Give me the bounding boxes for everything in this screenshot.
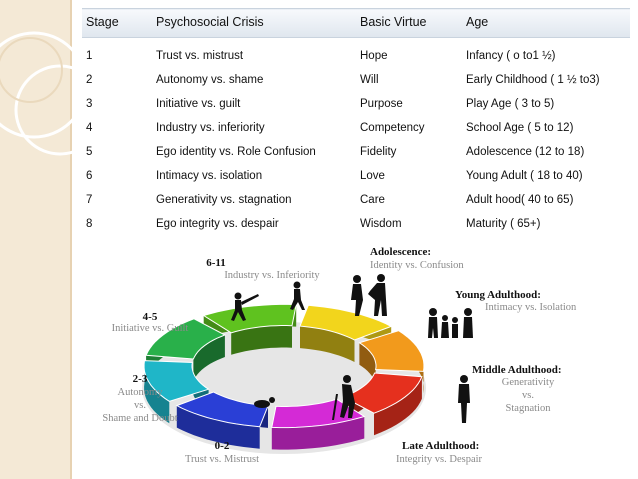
wheel-segment-0-2 [175, 391, 269, 428]
wheel-segment-inner-4-5 [193, 335, 225, 381]
wheel-segments [143, 303, 425, 450]
wheel-segment-2-3 [143, 360, 210, 402]
wheel-segment-6-11 [202, 303, 297, 334]
table-row: 5 Ego identity vs. Role Confusion Fidelity… [82, 140, 630, 164]
table-row: 6 Intimacy vs. isolation Love Young Adult (… [82, 164, 630, 188]
cell-age: Play Age ( 3 to 5) [466, 98, 555, 110]
cell-crisis: Industry vs. inferiority [156, 122, 265, 134]
label-2-3-line3: Shame and Doubt [102, 413, 177, 424]
cell-virtue: Care [360, 194, 385, 206]
decorative-circles [0, 31, 72, 156]
label-middle-adulthood-title: Middle Adulthood: [472, 364, 562, 376]
cell-age: School Age ( 5 to 12) [466, 122, 574, 134]
cell-crisis: Intimacy vs. isolation [156, 170, 263, 182]
cell-virtue: Competency [360, 122, 425, 134]
cell-virtue: Will [360, 74, 379, 86]
wheel-segment-side-middle-adulthood [374, 376, 422, 436]
label-2-3-title: 2-3 [133, 373, 148, 385]
cell-virtue: Purpose [360, 98, 403, 110]
cell-virtue: Love [360, 170, 385, 182]
label-adolescence-title: Adolescence: [370, 246, 431, 258]
label-late-adulthood-subtitle: Integrity vs. Despair [396, 454, 483, 465]
cell-virtue: Hope [360, 50, 388, 62]
slide: Stage Psychosocial Crisis Basic Virtue A… [72, 0, 638, 479]
cell-age: Adult hood( 40 to 65) [466, 194, 574, 206]
cell-age: Young Adult ( 18 to 40) [466, 170, 583, 182]
label-middle-adulthood-line2: vs. [522, 390, 534, 401]
cell-virtue: Fidelity [360, 146, 397, 158]
wheel-segment-late-adulthood [271, 398, 366, 429]
label-adolescence-subtitle: Identity vs. Confusion [370, 260, 464, 271]
table-row: 2 Autonomy vs. shame Will Early Childhood (… [82, 68, 630, 92]
label-2-3-line1: Autonomy [118, 387, 164, 398]
header-stage: Stage [82, 8, 152, 38]
table-row: 4 Industry vs. inferiority Competency Schoo… [82, 116, 630, 140]
label-0-2-title: 0-2 [215, 440, 230, 452]
figure-family-icon [428, 308, 473, 338]
cell-stage: 4 [86, 122, 93, 134]
figure-crawling-baby-icon [254, 397, 275, 408]
wheel-segment-inner-adolescence [300, 326, 355, 362]
sidebar-divider [70, 0, 72, 479]
cell-crisis: Generativity vs. stagnation [156, 194, 292, 206]
header-crisis: Psychosocial Crisis [152, 8, 356, 38]
figure-standing-man-icon [458, 375, 470, 423]
label-late-adulthood-title: Late Adulthood: [402, 440, 479, 452]
wheel-segment-adolescence [299, 304, 393, 341]
label-0-2-subtitle: Trust vs. Mistrust [185, 454, 259, 465]
cell-stage: 8 [86, 218, 93, 230]
cell-stage: 1 [86, 50, 93, 62]
wheel-segment-side-late-adulthood [271, 416, 365, 450]
table-row: 8 Ego integrity vs. despair Wisdom Maturity… [82, 212, 630, 236]
table-row: 3 Initiative vs. guilt Purpose Play Age ( 3… [82, 92, 630, 116]
silhouette-figures [231, 274, 473, 423]
cell-age: Maturity ( 65+) [466, 218, 541, 230]
cell-crisis: Ego identity vs. Role Confusion [156, 146, 316, 158]
table-row: 1 Trust vs. mistrust Hope Infancy ( o to1 ½… [82, 38, 630, 69]
table-header-row: Stage Psychosocial Crisis Basic Virtue A… [82, 8, 630, 38]
cell-age: Early Childhood ( 1 ½ to3) [466, 74, 600, 86]
cell-age: Infancy ( o to1 ½) [466, 50, 556, 62]
label-4-5-title: 4-5 [143, 311, 158, 323]
cell-crisis: Ego integrity vs. despair [156, 218, 279, 230]
figure-couple-icon [351, 274, 387, 316]
cell-stage: 2 [86, 74, 93, 86]
header-age: Age [462, 8, 630, 38]
cell-crisis: Initiative vs. guilt [156, 98, 241, 110]
label-middle-adulthood-line3: Stagnation [506, 403, 552, 414]
wheel-segment-side-0-2 [176, 405, 260, 449]
cell-stage: 6 [86, 170, 93, 182]
label-6-11-title: 6-11 [206, 257, 226, 269]
figure-walking-elder-icon [332, 375, 355, 420]
label-4-5-subtitle: Initiative vs. Guilt [112, 323, 189, 334]
stages-table: Stage Psychosocial Crisis Basic Virtue A… [82, 8, 630, 236]
cell-stage: 7 [86, 194, 93, 206]
cell-crisis: Autonomy vs. shame [156, 74, 264, 86]
cell-virtue: Wisdom [360, 218, 402, 230]
figure-archer-icon [231, 292, 259, 321]
label-young-adulthood-title: Young Adulthood: [455, 289, 541, 301]
label-middle-adulthood-line1: Generativity [502, 377, 555, 388]
wheel-segment-inner-6-11 [231, 325, 292, 355]
cell-age: Adolescence (12 to 18) [466, 146, 585, 158]
cell-stage: 3 [86, 98, 93, 110]
cell-stage: 5 [86, 146, 93, 158]
cell-crisis: Trust vs. mistrust [156, 50, 244, 62]
label-6-11-subtitle: Industry vs. Inferiority [224, 270, 320, 281]
header-virtue: Basic Virtue [356, 8, 462, 38]
figure-child-icon [290, 281, 305, 310]
wheel-segment-inner-young-adulthood [359, 342, 376, 392]
wheel-segment-4-5 [145, 318, 227, 360]
psychosocial-wheel: 6-11 Industry vs. Inferiority Adolescenc… [102, 246, 577, 465]
label-2-3-line2: vs. [134, 400, 146, 411]
label-young-adulthood-subtitle: Intimacy vs. Isolation [485, 302, 577, 313]
wheel-segment-young-adulthood [358, 330, 425, 372]
table-row: 7 Generativity vs. stagnation Care Adult ho… [82, 188, 630, 212]
